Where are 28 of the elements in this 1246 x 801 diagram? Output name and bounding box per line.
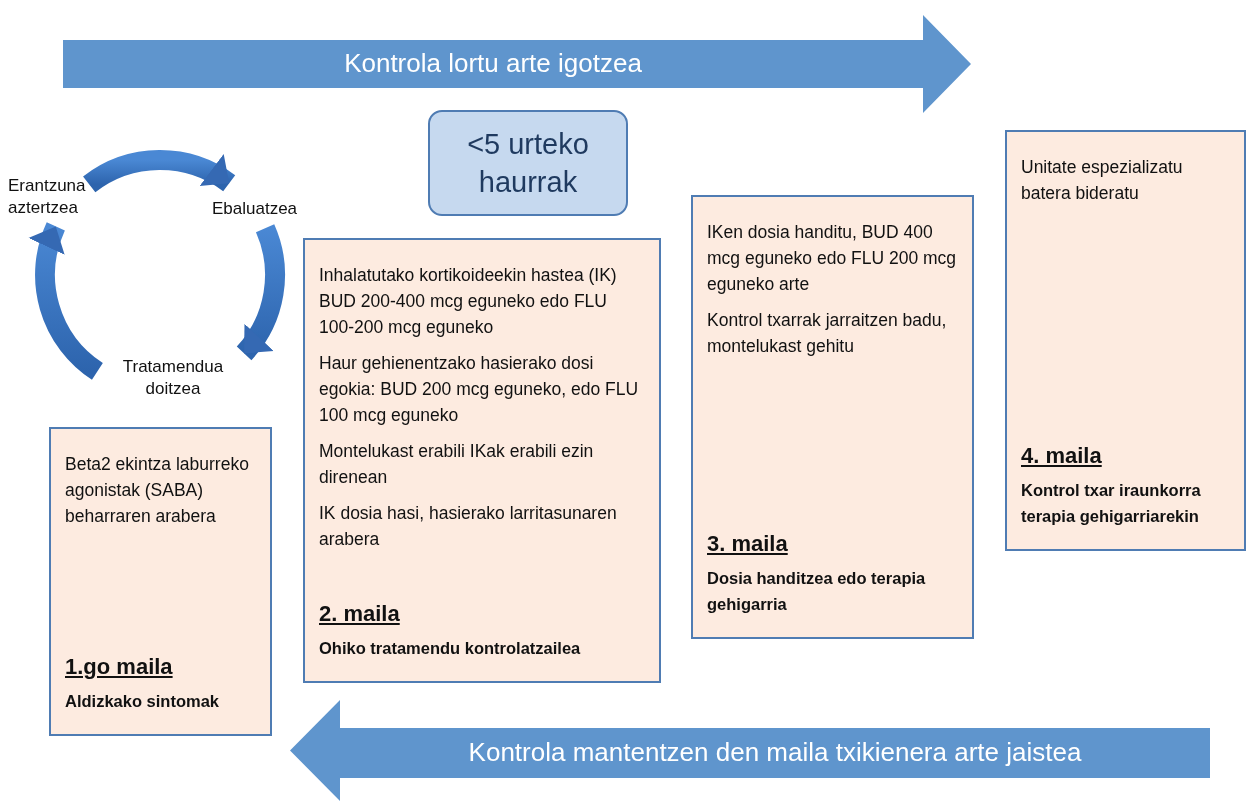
- step-summary: Kontrol txar iraunkorra terapia gehigarriarekin: [1021, 480, 1202, 527]
- cycle-step-label: Erantzuna aztertzea: [8, 175, 108, 221]
- age-group-box: <5 urteko haurrak: [428, 110, 628, 216]
- step-description: Beta2 ekintza laburreko agonistak (SABA) beharraren arabera: [65, 453, 250, 528]
- cycle-step-label: Ebaluatzea: [212, 198, 322, 222]
- step-description: Inhalatutako kortikoideekin hastea (IK) BUD 200-400 mcg eguneko edo FLU 100-200 mcg eguneko: [319, 264, 618, 339]
- step-description: Montelukast erabili IKak erabili ezin direnean: [319, 440, 595, 489]
- step-heading: 1.go maila: [65, 654, 174, 680]
- step-heading: 2. maila: [319, 601, 401, 627]
- arrow-label: Kontrola lortu arte igotzea: [343, 48, 643, 79]
- curved-arrow: [83, 150, 235, 193]
- step-description: IKen dosia handitu, BUD 400 mcg eguneko edo FLU 200 mcg eguneko arte: [707, 221, 958, 296]
- step-summary: Aldizkako sintomak: [65, 691, 221, 712]
- step-summary: Dosia handitzea edo terapia gehigarria: [707, 568, 927, 615]
- step-description: IK dosia hasi, hasierako larritasunaren arabera: [319, 502, 618, 551]
- step-heading: 3. maila: [707, 531, 789, 557]
- arrow-label: Kontrola mantentzen den maila txikienera arte jaistea: [467, 737, 1083, 768]
- step-box: [49, 427, 272, 736]
- step-box: [1005, 130, 1246, 551]
- cycle-step-label: Tratamendua doitzea: [98, 356, 248, 402]
- step-summary: Ohiko tratamendu kontrolatzailea: [319, 638, 582, 659]
- step-heading: 4. maila: [1021, 443, 1103, 469]
- step-box: [691, 195, 974, 639]
- step-description: Unitate espezializatu batera bideratu: [1021, 156, 1184, 205]
- step-box: [303, 238, 661, 683]
- curved-arrow: [236, 224, 285, 360]
- step-description: Kontrol txarrak jarraitzen badu, montelukast gehitu: [707, 309, 948, 358]
- step-description: Haur gehienentzako hasierako dosi egokia: BUD 200 mcg eguneko, edo FLU 100 mcg eguneko: [319, 352, 640, 427]
